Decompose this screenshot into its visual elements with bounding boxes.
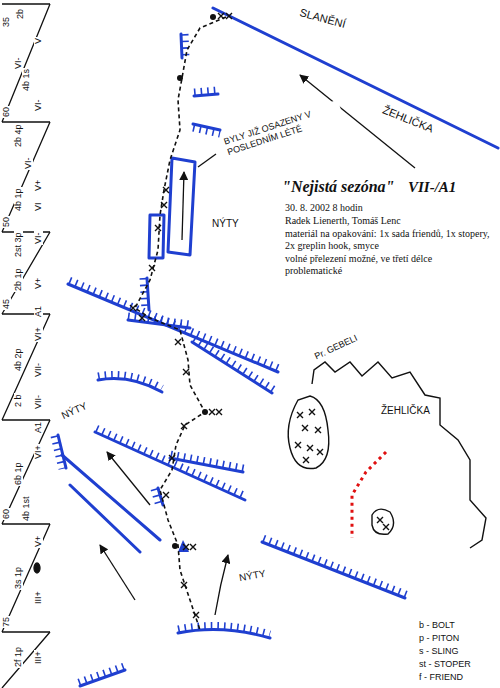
pitch-length: 75 xyxy=(2,616,11,628)
gear-count: 3s 1p xyxy=(14,566,23,590)
gear-count: 2 b xyxy=(14,393,23,408)
route-overview xyxy=(352,452,386,538)
free-climb-note: volné přelezení možné, ve třetí délce pr… xyxy=(284,253,492,277)
pitch-grade: VII- xyxy=(34,362,43,378)
legend-entry: s - SLING xyxy=(418,646,460,657)
pitch-grade: A1 xyxy=(34,305,43,318)
rivet-label: NÝTY xyxy=(211,218,240,230)
route-title: "Nejistá sezóna" xyxy=(281,177,395,196)
grade: VII-/A1 xyxy=(407,178,457,196)
pitch-length: 35 xyxy=(2,16,11,28)
gear-count: 2st 3p xyxy=(14,231,23,258)
pitch-length: 60 xyxy=(2,508,11,520)
pitch-grade: VI- xyxy=(24,156,33,170)
route-line xyxy=(135,17,226,630)
date-note: 30. 8. 2002 8 hodin xyxy=(284,202,364,214)
gear-count: 2b 1p xyxy=(14,267,23,292)
pitch-grade: V+ xyxy=(34,277,43,290)
pitch-grade: III+ xyxy=(34,590,43,605)
feature-name: ŽEHLIČKA xyxy=(380,103,437,136)
legend-entry: st - STOPER xyxy=(418,659,472,670)
pitch-grade: V xyxy=(34,37,43,45)
pitch-grade: VI- xyxy=(34,231,43,245)
pitch-column xyxy=(2,4,50,688)
gear-count: 4b 1s xyxy=(22,68,31,92)
direction-arrows xyxy=(100,75,415,615)
gear-count: 2b xyxy=(16,8,25,20)
rappel-label: SLANĚNÍ xyxy=(297,6,348,31)
pitch-grade: III+ xyxy=(34,650,43,665)
pitch-grade: VI+ xyxy=(34,326,43,342)
rivet-label: NÝTY xyxy=(59,400,90,423)
roof-hatching xyxy=(54,34,407,682)
pitch-grade: V+ xyxy=(34,179,43,192)
gear-count: 2b 4p xyxy=(14,123,23,148)
vegetation-marks xyxy=(295,409,389,530)
pitch-length: 60 xyxy=(2,106,11,118)
tower-sketch xyxy=(288,362,486,548)
gear-count: 6b 1p xyxy=(14,461,23,486)
pitch-grade: VI+ xyxy=(34,444,43,460)
authors-note: Radek Lienerth, Tomáš Lenc xyxy=(284,215,402,227)
protection-marks xyxy=(130,13,232,618)
pitch-length: 50 xyxy=(2,216,11,228)
gear-note: materiál na opakování: 1x sada friendů, … xyxy=(284,228,492,252)
pitch-grade: V+ xyxy=(34,535,43,548)
feature-name: ŽEHLIČKA xyxy=(380,405,431,417)
pitch-grade: VII- xyxy=(34,394,43,410)
rock-features xyxy=(58,8,498,686)
rock-blob xyxy=(178,540,189,552)
pitch-grade: A1 xyxy=(34,421,43,434)
pitch-length: 45 xyxy=(2,298,11,310)
legend-entry: p - PITON xyxy=(418,633,460,644)
gear-count: 2f 1p xyxy=(14,646,23,668)
gear-count: 4b 1p xyxy=(14,187,23,212)
gear-count: 4b 2p xyxy=(14,347,23,372)
callout-note: BYLY JIŽ OSAZENY V POSLEDNÍM LÉTĚ xyxy=(222,100,345,158)
route-name: Pr. GEBELI xyxy=(312,332,360,362)
legend-entry: f - FRIEND xyxy=(418,672,464,683)
legend-entry: b - BOLT xyxy=(418,620,456,631)
gear-count: 4b 1st xyxy=(22,495,31,522)
pitch-grade: VI- xyxy=(34,98,43,112)
rivet-label: NÝTY xyxy=(237,568,267,585)
pitch-grade: VI xyxy=(34,201,43,212)
